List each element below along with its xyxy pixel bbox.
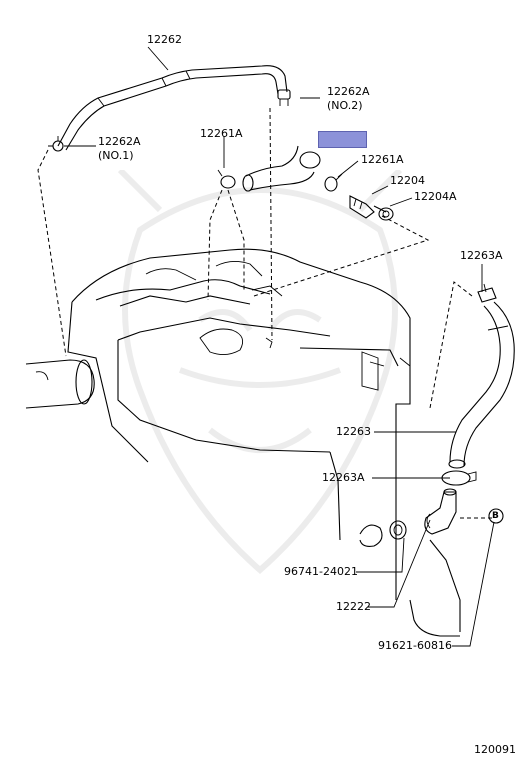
union-seat xyxy=(359,524,383,547)
label-12262a-no2[interactable]: 12262A xyxy=(327,85,370,98)
label-12204a[interactable]: 12204A xyxy=(414,190,457,203)
engine-block-outline xyxy=(67,248,461,637)
label-12204[interactable]: 12204 xyxy=(390,174,425,187)
callout-marker-b: B xyxy=(492,511,499,521)
label-12261a-right[interactable]: 12261A xyxy=(361,153,404,166)
diagram-number: 120091 xyxy=(474,743,516,756)
pcv-valve-12204[interactable] xyxy=(349,195,387,219)
label-12262a-no2-sub: (NO.2) xyxy=(327,99,363,112)
hose-clamp-12261a-left[interactable] xyxy=(217,169,236,189)
leader-lines xyxy=(64,46,495,647)
reference-lines xyxy=(37,107,492,519)
hose-clamp-no2[interactable] xyxy=(277,89,291,106)
label-12263a-bottom[interactable]: 12263A xyxy=(322,471,365,484)
label-12263a-top[interactable]: 12263A xyxy=(460,249,503,262)
label-12222[interactable]: 12222 xyxy=(336,600,371,613)
label-12262a-no1-sub: (NO.1) xyxy=(98,149,134,162)
label-12263[interactable]: 12263 xyxy=(336,425,371,438)
intake-pipe-left xyxy=(25,359,95,409)
bolt-marker-b[interactable] xyxy=(488,508,504,524)
hose-clamp-no1[interactable] xyxy=(48,136,64,152)
pcv-hose-upper[interactable] xyxy=(242,145,321,192)
pcv-hose-12263[interactable] xyxy=(448,301,515,469)
label-12262a-no1[interactable]: 12262A xyxy=(98,135,141,148)
gasket-96741[interactable] xyxy=(389,520,407,540)
label-12261a-left[interactable]: 12261A xyxy=(200,127,243,140)
label-91621-60816[interactable]: 91621-60816 xyxy=(378,639,452,652)
label-96741-24021[interactable]: 96741-24021 xyxy=(284,565,358,578)
label-12262[interactable]: 12262 xyxy=(147,33,182,46)
highlighted-part-box[interactable] xyxy=(318,131,367,148)
ventilation-union-12222[interactable] xyxy=(424,488,457,535)
hose-clamp-12263a-bottom[interactable] xyxy=(441,470,477,486)
hose-clamp-12263a-top[interactable] xyxy=(477,283,497,303)
hose-clamp-12261a-right[interactable] xyxy=(324,173,343,192)
breather-hose-12262[interactable] xyxy=(57,65,288,151)
pcv-grommet-12204a[interactable] xyxy=(378,207,394,221)
